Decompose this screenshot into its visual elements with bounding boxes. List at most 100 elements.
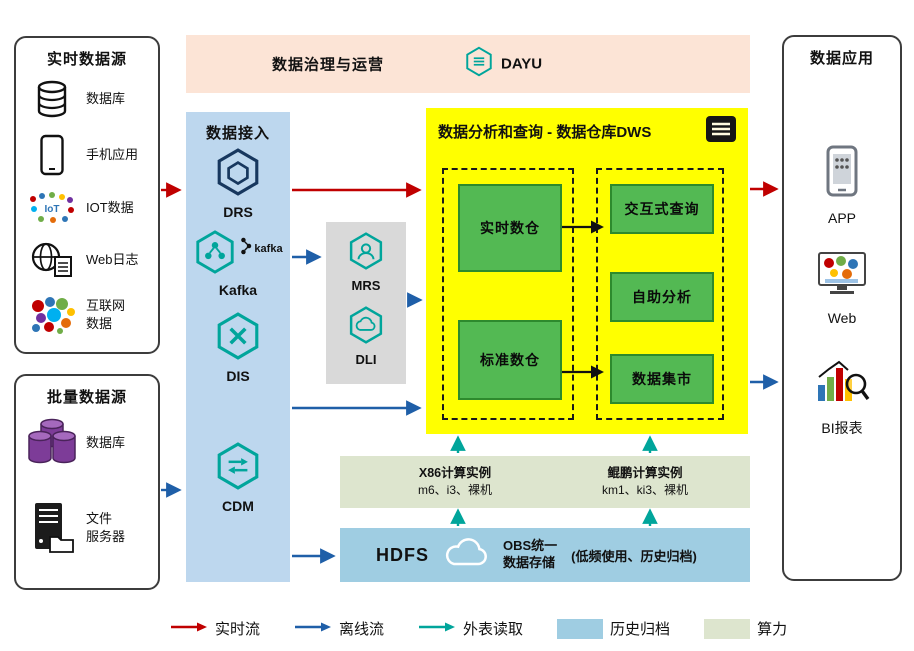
legend-label: 外表读取 bbox=[463, 621, 524, 638]
web-log-icon bbox=[24, 241, 80, 279]
module-data-mart: 数据集市 bbox=[610, 354, 714, 404]
blue-arrow-icon bbox=[294, 620, 332, 637]
compute-x86: X86计算实例 m6、i3、裸机 bbox=[375, 465, 535, 498]
app-item-app: APP bbox=[784, 145, 900, 226]
ingestion-title: 数据接入 bbox=[205, 125, 270, 142]
compute-x86-title: X86计算实例 bbox=[418, 466, 492, 480]
batch-sources-panel: 批量数据源 数据库 bbox=[14, 374, 160, 590]
service-label: DIS bbox=[226, 368, 250, 384]
app-item-web: Web bbox=[784, 251, 900, 326]
svg-text:IoT: IoT bbox=[45, 204, 60, 215]
service-kafka: kafka Kafka bbox=[186, 230, 290, 298]
dws-query-group: 交互式查询 自助分析 数据集市 bbox=[596, 168, 724, 420]
realtime-sources-title: 实时数据源 bbox=[46, 51, 127, 68]
service-cdm: CDM bbox=[186, 442, 290, 514]
legend-item-compute-power: 算力 bbox=[704, 618, 787, 639]
bi-report-icon bbox=[814, 357, 870, 410]
source-label: Web日志 bbox=[86, 252, 139, 268]
source-item-internet-data: 互联网 数据 bbox=[24, 288, 156, 342]
mrs-icon bbox=[347, 232, 385, 275]
source-item-mobile-app: 手机应用 bbox=[24, 130, 156, 180]
governance-title: 数据治理与运营 bbox=[272, 56, 385, 74]
internet-data-icon bbox=[24, 294, 80, 336]
compute-x86-detail: m6、i3、裸机 bbox=[417, 482, 492, 497]
obs-label: OBS统一 数据存储 bbox=[503, 538, 558, 570]
source-label: IOT数据 bbox=[86, 200, 134, 216]
purple-database-icon bbox=[24, 416, 80, 470]
compute-kunpeng-detail: km1、ki3、裸机 bbox=[601, 482, 688, 497]
app-label: APP bbox=[827, 210, 856, 226]
service-dis: DIS bbox=[186, 312, 290, 384]
governance-panel: 数据治理与运营 DAYU bbox=[186, 35, 750, 93]
compute-panel: X86计算实例 m6、i3、裸机 鲲鹏计算实例 km1、ki3、裸机 bbox=[340, 456, 750, 508]
batch-sources-title: 批量数据源 bbox=[46, 389, 127, 406]
ingestion-panel: 数据接入 DRS bbox=[186, 112, 290, 582]
app-label: Web bbox=[827, 310, 857, 326]
source-item-database: 数据库 bbox=[24, 74, 156, 124]
kafka-icon bbox=[193, 230, 237, 279]
dayu-icon bbox=[464, 46, 494, 82]
dws-warehouse-group: 实时数仓 标准数仓 bbox=[442, 168, 574, 420]
history-archive-swatch bbox=[557, 618, 604, 639]
kafka-logo-icon bbox=[240, 236, 252, 261]
legend-label: 算力 bbox=[757, 621, 788, 638]
compute-kunpeng-title: 鲲鹏计算实例 bbox=[607, 466, 683, 480]
kafka-brand: kafka bbox=[240, 236, 283, 261]
source-item-file-server: 文件 服务器 bbox=[24, 490, 156, 566]
module-standard-warehouse: 标准数仓 bbox=[458, 320, 562, 400]
web-app-icon bbox=[817, 251, 867, 302]
dli-icon bbox=[347, 306, 385, 349]
dayu-label: DAYU bbox=[501, 55, 543, 73]
dws-title: 数据分析和查询 - 数据仓库DWS bbox=[438, 124, 652, 141]
hdfs-label: HDFS bbox=[376, 544, 429, 565]
iot-icon: IoT bbox=[24, 191, 80, 225]
obs-cloud-icon bbox=[443, 537, 489, 573]
source-label: 文件 服务器 bbox=[86, 511, 126, 544]
red-arrow-icon bbox=[170, 620, 208, 637]
phone-icon bbox=[24, 134, 80, 176]
realtime-sources-panel: 实时数据源 数据库 手机应用 bbox=[14, 36, 160, 354]
legend-item-realtime-flow: 实时流 bbox=[170, 618, 260, 639]
app-item-bi-report: BI报表 bbox=[784, 357, 900, 438]
dws-panel: 数据分析和查询 - 数据仓库DWS 实时数仓 标准数仓 交互式查询 自助分析 数… bbox=[426, 108, 748, 434]
source-label: 数据库 bbox=[86, 435, 126, 451]
service-mrs: MRS bbox=[326, 232, 406, 293]
module-self-service-analysis: 自助分析 bbox=[610, 272, 714, 322]
service-dli: DLI bbox=[326, 306, 406, 367]
service-drs: DRS bbox=[186, 148, 290, 220]
service-label: MRS bbox=[351, 278, 381, 293]
database-icon bbox=[24, 80, 80, 118]
app-phone-icon bbox=[825, 145, 859, 202]
app-label: BI报表 bbox=[821, 420, 863, 436]
drs-icon bbox=[214, 148, 262, 201]
legend-item-offline-flow: 离线流 bbox=[294, 618, 384, 639]
service-label: Kafka bbox=[218, 282, 258, 298]
teal-arrow-icon bbox=[418, 620, 456, 637]
obs-note: (低频使用、历史归档) bbox=[571, 548, 697, 564]
applications-panel: 数据应用 APP bbox=[782, 35, 902, 581]
applications-title: 数据应用 bbox=[809, 50, 874, 67]
service-label: CDM bbox=[222, 498, 254, 514]
service-label: DLI bbox=[355, 352, 377, 367]
legend-item-external-read: 外表读取 bbox=[418, 618, 523, 639]
source-item-web-log: Web日志 bbox=[24, 236, 156, 284]
module-realtime-warehouse: 实时数仓 bbox=[458, 184, 562, 272]
module-interactive-query: 交互式查询 bbox=[610, 184, 714, 234]
dws-icon bbox=[704, 114, 738, 149]
file-server-icon bbox=[24, 501, 80, 555]
source-label: 手机应用 bbox=[86, 147, 139, 163]
legend: 实时流 离线流 外表读取 历史归档 算力 bbox=[170, 618, 787, 639]
source-item-batch-database: 数据库 bbox=[24, 412, 156, 474]
legend-label: 历史归档 bbox=[610, 621, 671, 638]
cdm-icon bbox=[214, 442, 262, 495]
kafka-brand-text: kafka bbox=[254, 242, 283, 255]
processing-panel: MRS DLI bbox=[326, 222, 406, 384]
compute-kunpeng: 鲲鹏计算实例 km1、ki3、裸机 bbox=[565, 465, 725, 498]
dis-icon bbox=[214, 312, 262, 365]
storage-panel: HDFS OBS统一 数据存储 (低频使用、历史归档) bbox=[340, 528, 750, 582]
source-item-iot: IoT IOT数据 bbox=[24, 184, 156, 232]
legend-label: 离线流 bbox=[339, 621, 385, 638]
legend-label: 实时流 bbox=[215, 621, 261, 638]
source-label: 互联网 数据 bbox=[86, 298, 126, 331]
